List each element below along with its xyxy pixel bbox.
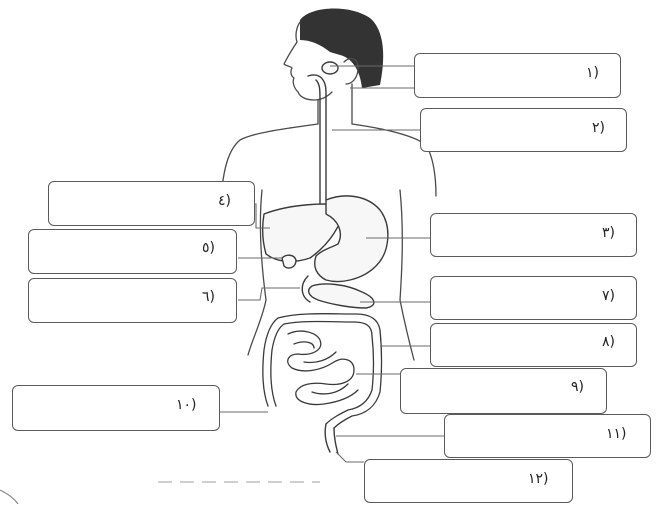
- oesophagus: [308, 75, 326, 205]
- small-intestine: [288, 331, 358, 404]
- label-number-6: (٦: [202, 289, 215, 305]
- corner-mark: [0, 490, 18, 504]
- label-number-2: (٢: [592, 120, 605, 136]
- label-number-3: (٣: [602, 225, 615, 241]
- label-number-5: (٥: [202, 240, 215, 256]
- label-number-12: (١٢: [528, 471, 549, 487]
- leader-line-12: [336, 452, 364, 462]
- hair: [300, 8, 383, 88]
- label-number-7: (٧: [602, 288, 615, 304]
- salivary-gland: [322, 62, 338, 74]
- label-number-11: (١١: [606, 426, 627, 442]
- gall-bladder: [282, 255, 296, 268]
- label-number-10: (١٠: [176, 397, 197, 413]
- label-number-9: (٩: [571, 379, 584, 395]
- neck: [318, 84, 352, 124]
- pancreas: [309, 284, 374, 308]
- label-number-1: (١: [586, 65, 599, 81]
- rectum: [325, 424, 338, 454]
- torso: [222, 124, 436, 360]
- leader-line-6: [238, 288, 300, 300]
- label-number-8: (٨: [602, 334, 615, 350]
- large-intestine: [263, 314, 382, 428]
- label-number-4: (٤: [218, 193, 231, 209]
